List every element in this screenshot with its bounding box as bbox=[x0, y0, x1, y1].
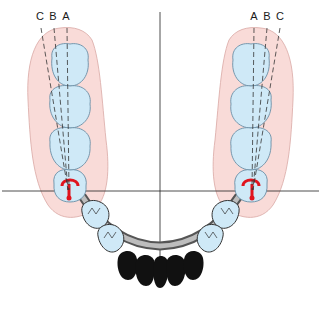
line-label: A bbox=[250, 11, 257, 22]
midline bbox=[160, 12, 161, 265]
horizontal-axis bbox=[2, 191, 319, 192]
anterior-teeth bbox=[117, 251, 203, 288]
clasp bbox=[62, 180, 259, 201]
line-label: B bbox=[263, 11, 270, 22]
line-label: C bbox=[36, 11, 44, 22]
line-label: C bbox=[276, 11, 284, 22]
line-label: A bbox=[62, 11, 69, 22]
right-ridge bbox=[213, 28, 293, 218]
line-label: B bbox=[49, 11, 56, 22]
left-ridge bbox=[28, 28, 108, 218]
path-of-insertion-lines bbox=[41, 28, 280, 190]
